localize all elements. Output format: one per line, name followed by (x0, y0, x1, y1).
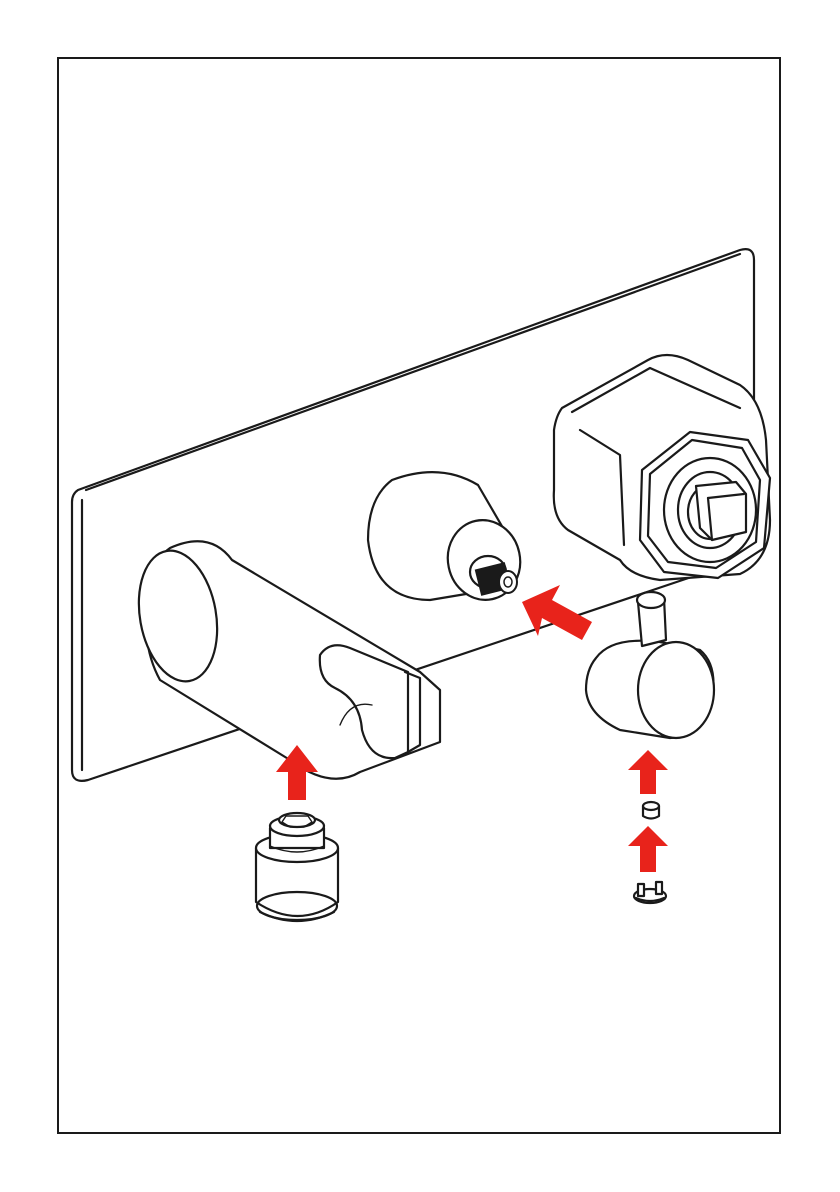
retaining-clip (634, 882, 666, 903)
outlet-connector (256, 813, 338, 921)
handle-grub-screw (643, 802, 659, 819)
arrow-clip-to-screw (628, 826, 668, 872)
arrow-screw-to-handle (628, 750, 668, 794)
square-spindle (696, 482, 746, 540)
handle-lever (637, 592, 666, 646)
control-handle (586, 592, 714, 738)
